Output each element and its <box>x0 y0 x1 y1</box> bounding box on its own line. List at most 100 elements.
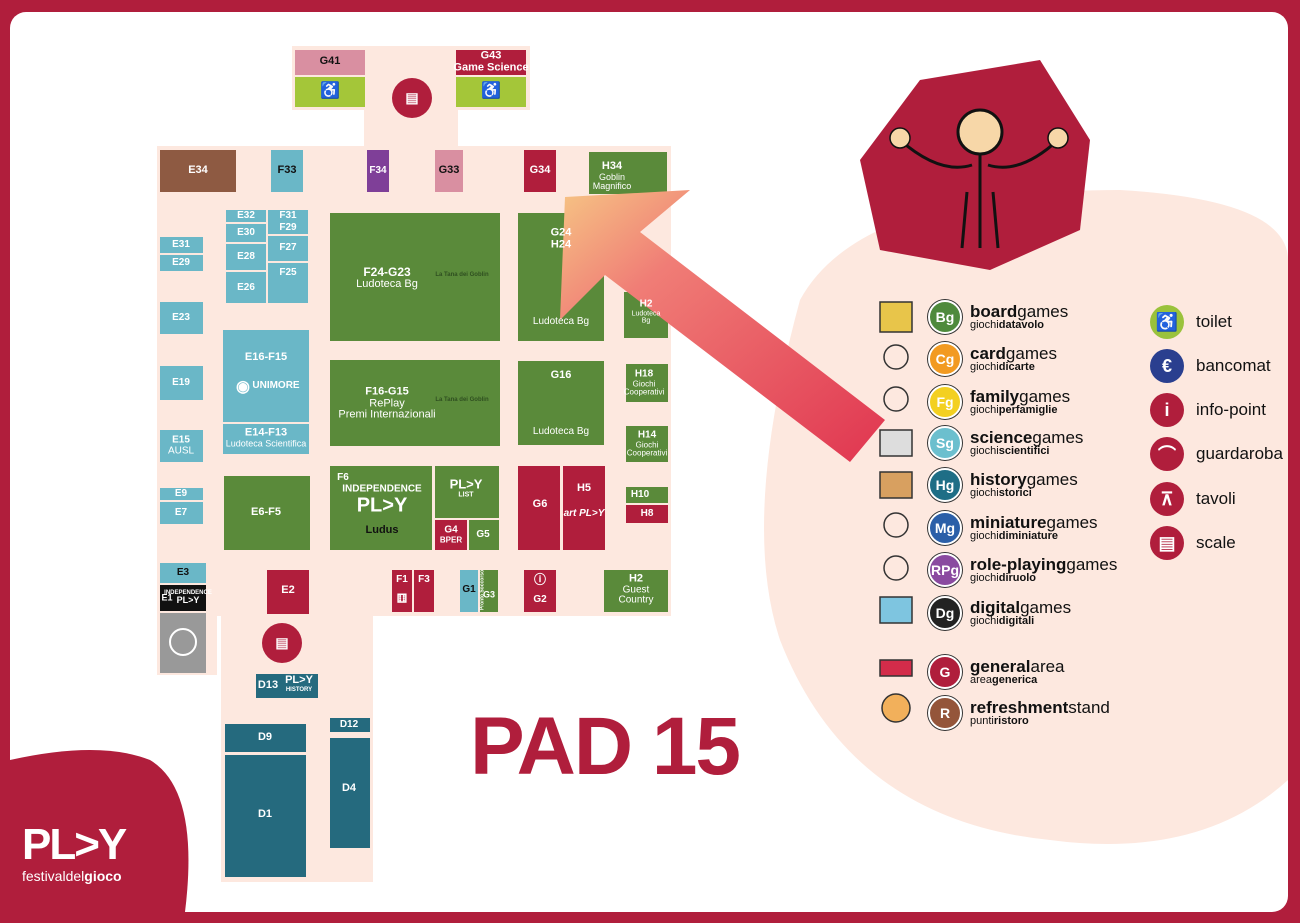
legend-subtitle-plain: giochi <box>970 319 999 331</box>
booth-h22: H2 Ludoteca Bg <box>631 298 661 325</box>
legend-title: historygames <box>970 471 1078 488</box>
booth-e34: E34 <box>188 164 208 177</box>
legend-title-bold: board <box>970 302 1018 321</box>
legend-badge-cg: Cg <box>928 342 962 376</box>
booth-e1-logo-line1: INDEPENDENCE <box>164 590 212 597</box>
booth-g43-id: G43 <box>480 49 502 62</box>
booth-h8: H8 <box>640 507 654 519</box>
play-history-logo: PL>Y HISTORY <box>285 674 313 693</box>
service-label: bancomat <box>1196 356 1271 375</box>
play-history-word: PL>Y <box>285 674 313 687</box>
booth-h18-sub2: Cooperativi <box>623 387 665 397</box>
legend-subtitle: giochidigitali <box>970 616 1071 627</box>
legend-subtitle-plain: punti <box>970 715 994 727</box>
service-label: scale <box>1196 533 1236 552</box>
booth-e15-id: E15 <box>172 434 190 446</box>
booth-d4: D4 <box>341 782 357 795</box>
booth-f6: F6 <box>337 471 349 483</box>
booth-g4-id: G4 <box>444 524 458 536</box>
play-list-tag: LIST <box>458 491 474 499</box>
booth-e2: E2 <box>281 584 295 597</box>
booth-g33: G33 <box>438 164 460 177</box>
booth-h10: H10 <box>630 488 650 500</box>
booth-g24-id: G24 <box>550 226 572 239</box>
legend-title-bold: science <box>970 428 1033 447</box>
booth-f16-g15-sub1: RePlay <box>369 397 405 410</box>
legend-subtitle: giochidiruolo <box>970 573 1117 584</box>
booth-h34: H34 Goblin Magnifico <box>592 160 632 191</box>
booth-e14-f13-sub: Ludoteca Scientifica <box>225 438 307 449</box>
legend-subtitle: giochidatavolo <box>970 320 1068 331</box>
booth-f33: F33 <box>277 164 297 177</box>
booths <box>160 50 668 877</box>
booth-g4-sub: BPER <box>439 535 463 545</box>
service-toilet: ♿toilet <box>1150 305 1232 339</box>
legend-title: boardgames <box>970 303 1068 320</box>
legend-subtitle-bold: datavolo <box>998 319 1044 331</box>
legend-title-rest: stand <box>1068 698 1110 717</box>
booth-g1: G1 <box>462 583 476 595</box>
legend-subtitle-bold: scientifici <box>998 445 1050 457</box>
play-logo-word: PL>Y <box>22 820 127 869</box>
stairs-top-icon: ▤ <box>405 89 419 106</box>
booth-h18: H18 Giochi Cooperativi <box>623 369 665 397</box>
art-play-logo: art PL>Y <box>563 507 605 519</box>
booth-h22-sub2: Bg <box>641 317 651 325</box>
booth-g16-sub: Ludoteca Bg <box>532 425 590 437</box>
legend-subtitle-plain: giochi <box>970 487 999 499</box>
legend-badge-mg: Mg <box>928 511 962 545</box>
bancomat-icon: € <box>1150 349 1184 383</box>
booth-d13: D13 <box>257 679 279 692</box>
legend-title-rest: games <box>1005 344 1057 363</box>
toilet-right-icon: ♿ <box>481 82 501 100</box>
booth-e15-sub: AUSL <box>167 445 195 456</box>
legend-title-rest: games <box>1020 598 1072 617</box>
booth-e14-f13: E14-F13 Ludoteca Scientifica <box>225 427 307 449</box>
legend-subtitle: giochidiminiature <box>970 531 1098 542</box>
service-guardaroba: ⌒guardaroba <box>1150 437 1283 471</box>
legend-subtitle: giochiscientifici <box>970 446 1083 457</box>
legend-title-rest: games <box>1026 470 1078 489</box>
legend-subtitle: giochidicarte <box>970 362 1057 373</box>
booth-h18-sub1: Giochi <box>632 378 656 388</box>
booth-g24-sub: Ludoteca Bg <box>532 315 590 327</box>
booth-f24-g23-sub: Ludoteca Bg <box>356 277 418 290</box>
info-point-icon-glyph: i <box>1164 399 1170 420</box>
hand-icons <box>889 127 1069 149</box>
service-label: guardaroba <box>1196 444 1283 463</box>
independence-logo-line1: INDEPENDENCE <box>342 483 422 495</box>
legend-subtitle-bold: diminiature <box>998 530 1059 542</box>
dice-icon: ⚅ <box>396 591 408 606</box>
booth-h22-sub: Ludoteca <box>631 309 661 317</box>
booth-e1: E1 <box>161 592 173 603</box>
tagline-del: del <box>65 868 85 884</box>
booth-h34-sub2: Magnifico <box>592 180 632 191</box>
booth-d9: D9 <box>257 731 273 744</box>
legend-title: familygames <box>970 388 1070 405</box>
booth-h22-id: H2 <box>639 298 653 310</box>
scale-icon: ▤ <box>1150 526 1184 560</box>
booth-f34: F34 <box>369 164 387 176</box>
legend-title-bold: family <box>970 387 1020 406</box>
booth-h2-sub2: Country <box>618 594 654 606</box>
legend-subtitle-bold: digitali <box>998 615 1035 627</box>
booth-f29: F29 <box>279 221 297 233</box>
legend-title-rest: games <box>1032 428 1084 447</box>
legend-subtitle-plain: giochi <box>970 361 999 373</box>
toilet-left-icon: ♿ <box>320 82 340 100</box>
booth-h2-id: H2 <box>628 572 644 585</box>
legend-subtitle-bold: generica <box>992 674 1038 686</box>
booth-e1-logo-line2: PL>Y <box>176 595 200 606</box>
info-point-icon: i <box>1150 393 1184 427</box>
booth-e28: E28 <box>237 250 255 262</box>
booth-g24-h24: G24 H24 <box>551 227 572 250</box>
